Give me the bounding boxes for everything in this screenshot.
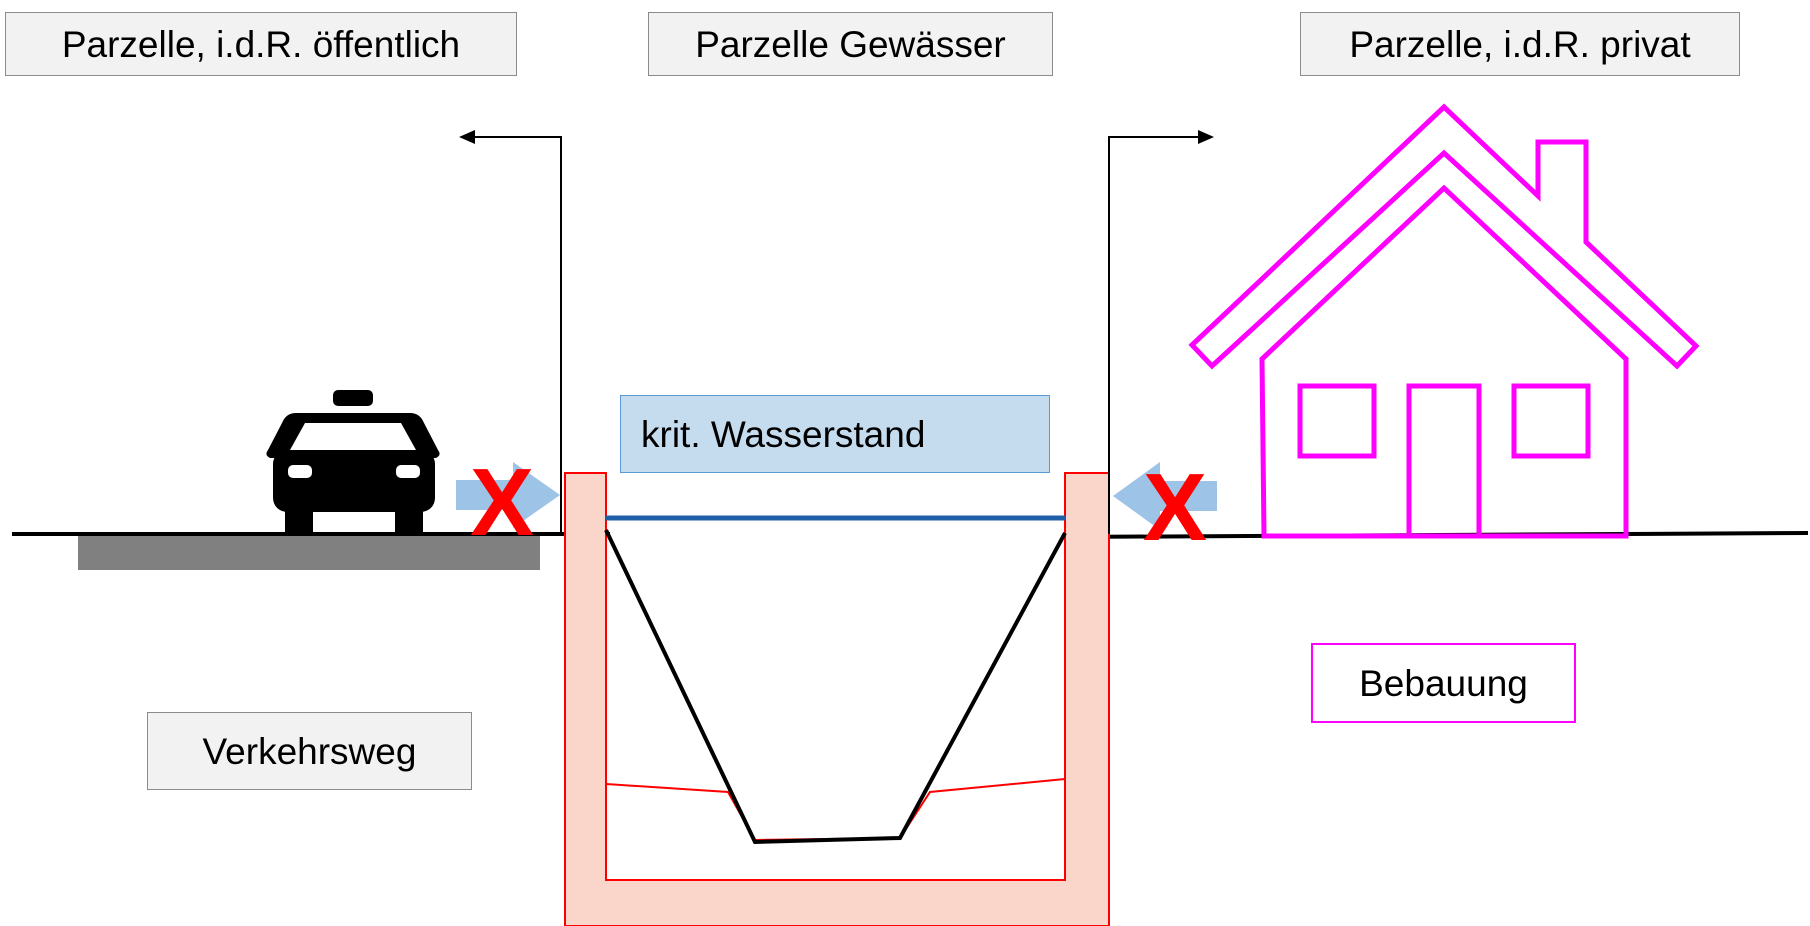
house-icon: [1188, 103, 1700, 539]
sediment-line: [605, 778, 1066, 842]
blocked-mark-right: X: [1143, 454, 1207, 561]
arrow-head-right-icon: [1198, 130, 1214, 144]
label-parcel-public: Parzelle, i.d.R. öffentlich: [5, 12, 517, 76]
channel-structure: [564, 472, 1110, 926]
label-critical-water-level: krit. Wasserstand: [620, 395, 1050, 473]
stream-profile: [604, 529, 1067, 845]
label-traffic-route: Verkehrsweg: [147, 712, 472, 790]
arrow-head-left-icon: [459, 130, 475, 144]
parcel-boundary-right: [1108, 136, 1200, 534]
parcel-boundary-left: [470, 136, 562, 534]
car-icon: [266, 390, 440, 533]
label-parcel-private: Parzelle, i.d.R. privat: [1300, 12, 1740, 76]
label-buildings: Bebauung: [1311, 643, 1576, 723]
flow-arrow-right-icon: [1113, 462, 1217, 530]
label-parcel-water: Parzelle Gewässer: [648, 12, 1053, 76]
blocked-mark-left: X: [470, 449, 534, 556]
flow-arrow-left-icon: [456, 462, 560, 528]
road-surface: [78, 535, 540, 570]
